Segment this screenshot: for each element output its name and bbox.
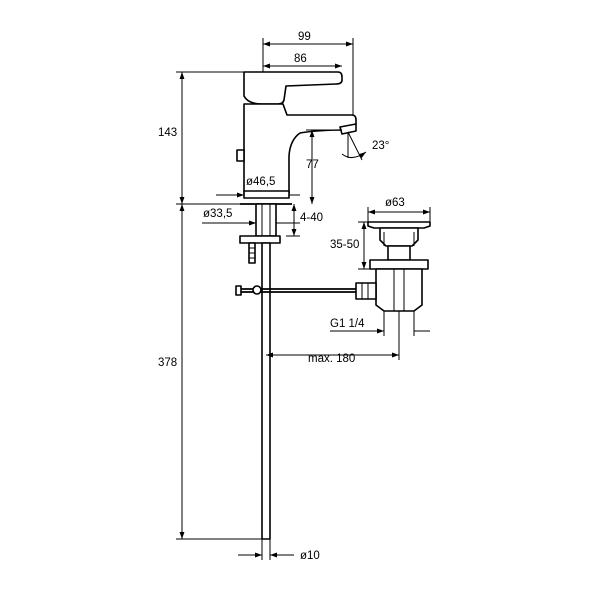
dim-width-spout: 86 bbox=[294, 53, 307, 65]
waste-body bbox=[375, 268, 423, 312]
dim-spout-angle: 23° bbox=[372, 140, 389, 152]
faucet-assembly bbox=[235, 71, 357, 540]
dim-waste-height: 35-50 bbox=[330, 239, 359, 251]
dim-width-overall: 99 bbox=[298, 31, 311, 43]
waste-assembly bbox=[355, 221, 431, 312]
waste-plug bbox=[379, 227, 419, 247]
waste-nut bbox=[369, 259, 429, 270]
shank bbox=[255, 203, 277, 237]
base-ring bbox=[243, 190, 290, 199]
rod-connector bbox=[355, 282, 377, 300]
side-knob bbox=[236, 149, 245, 162]
waste-stem bbox=[387, 245, 411, 261]
dim-waste-diameter: ø63 bbox=[385, 197, 405, 209]
dim-total-length: 378 bbox=[158, 357, 177, 369]
dim-body-diameter: ø46,5 bbox=[246, 176, 275, 188]
rod-clip bbox=[252, 285, 262, 295]
dim-deck-thickness: 4-40 bbox=[300, 212, 323, 224]
waste-flange bbox=[367, 221, 431, 229]
fixing-washer bbox=[239, 235, 281, 244]
supply-hose bbox=[261, 242, 271, 540]
spout-aerator bbox=[339, 123, 357, 135]
dim-shank-diameter: ø33,5 bbox=[203, 208, 232, 220]
dim-waste-thread: G1 1/4 bbox=[330, 318, 365, 330]
dim-hose-diameter: ø10 bbox=[300, 550, 320, 562]
dim-rod-reach: max. 180 bbox=[308, 353, 355, 365]
dimension-annotations: 99 86 143 77 23° ø46,5 ø33,5 4-40 bbox=[158, 31, 431, 562]
lever-handle bbox=[243, 71, 343, 105]
dim-height-body: 143 bbox=[158, 127, 177, 139]
dim-height-spout: 77 bbox=[306, 159, 319, 171]
